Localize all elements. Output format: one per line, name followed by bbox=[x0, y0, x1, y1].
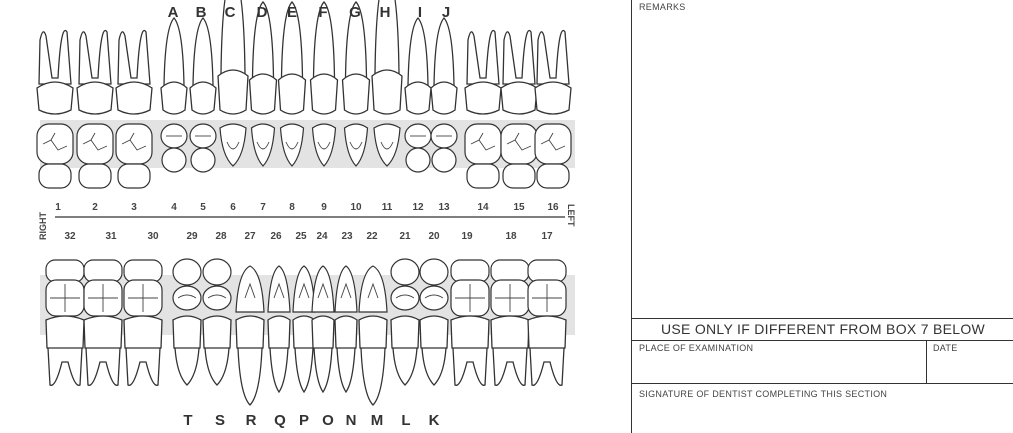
place-of-examination-label: PLACE OF EXAMINATION bbox=[639, 343, 753, 353]
lower-tooth[interactable] bbox=[335, 266, 357, 392]
lower-letter-label: L bbox=[401, 412, 410, 429]
lower-tooth[interactable] bbox=[312, 266, 334, 392]
upper-tooth-number: 8 bbox=[289, 202, 295, 213]
upper-letter-label: H bbox=[380, 4, 391, 21]
upper-tooth-number: 9 bbox=[321, 202, 327, 213]
lower-tooth-number: 24 bbox=[316, 231, 328, 242]
lower-tooth-number: 22 bbox=[366, 231, 378, 242]
upper-tooth-number: 11 bbox=[382, 202, 393, 213]
dentist-signature-label: SIGNATURE OF DENTIST COMPLETING THIS SEC… bbox=[639, 389, 887, 399]
left-side-label: LEFT bbox=[566, 204, 576, 227]
date-field[interactable]: DATE bbox=[926, 340, 1013, 383]
lower-tooth-number: 27 bbox=[244, 231, 256, 242]
upper-letter-label: F bbox=[318, 4, 327, 21]
upper-tooth-number: 7 bbox=[260, 202, 266, 213]
upper-tooth[interactable] bbox=[343, 2, 370, 166]
upper-letter-label: E bbox=[287, 4, 297, 21]
upper-tooth-number: 10 bbox=[350, 202, 362, 213]
upper-tooth[interactable] bbox=[279, 2, 306, 166]
lower-tooth[interactable] bbox=[203, 259, 231, 385]
teeth-diagram: ABCDEFGHIJ123456789101112131415163231302… bbox=[0, 0, 632, 433]
lower-tooth-number: 21 bbox=[399, 231, 411, 242]
lower-tooth-number: 26 bbox=[270, 231, 282, 242]
upper-letter-label: B bbox=[196, 4, 207, 21]
remarks-field[interactable]: REMARKS bbox=[632, 0, 1013, 318]
lower-tooth[interactable] bbox=[359, 266, 387, 405]
lower-letter-label: N bbox=[346, 412, 357, 429]
lower-tooth[interactable] bbox=[84, 260, 122, 385]
lower-tooth[interactable] bbox=[46, 260, 84, 385]
lower-tooth[interactable] bbox=[491, 260, 529, 385]
dentist-signature-field[interactable]: SIGNATURE OF DENTIST COMPLETING THIS SEC… bbox=[632, 384, 1013, 433]
upper-tooth-number: 1 bbox=[55, 202, 61, 213]
upper-tooth-number: 16 bbox=[547, 202, 559, 213]
upper-letter-label: D bbox=[257, 4, 268, 21]
use-only-heading: USE ONLY IF DIFFERENT FROM BOX 7 BELOW bbox=[632, 318, 1013, 341]
lower-tooth[interactable] bbox=[391, 259, 419, 385]
upper-tooth-number: 2 bbox=[92, 202, 98, 213]
lower-letter-label: K bbox=[429, 412, 440, 429]
lower-letter-label: S bbox=[215, 412, 225, 429]
lower-tooth-number: 18 bbox=[505, 231, 517, 242]
upper-letter-label: A bbox=[168, 4, 179, 21]
lower-tooth[interactable] bbox=[173, 259, 201, 385]
upper-letter-label: C bbox=[225, 4, 236, 21]
exam-form: REMARKS USE ONLY IF DIFFERENT FROM BOX 7… bbox=[631, 0, 1013, 433]
right-side-label: RIGHT bbox=[38, 212, 48, 241]
upper-letter-label: I bbox=[418, 4, 422, 21]
upper-tooth[interactable] bbox=[250, 2, 277, 166]
upper-tooth-number: 12 bbox=[412, 202, 424, 213]
lower-tooth-number: 20 bbox=[428, 231, 440, 242]
lower-tooth-number: 31 bbox=[105, 231, 117, 242]
lower-tooth[interactable] bbox=[268, 266, 290, 392]
upper-tooth[interactable] bbox=[311, 2, 338, 166]
lower-letter-label: Q bbox=[274, 412, 286, 429]
lower-tooth[interactable] bbox=[236, 266, 264, 405]
dental-chart: ABCDEFGHIJ123456789101112131415163231302… bbox=[0, 0, 632, 433]
lower-tooth-number: 32 bbox=[64, 231, 76, 242]
lower-tooth-number: 30 bbox=[147, 231, 159, 242]
lower-tooth-number: 28 bbox=[215, 231, 227, 242]
place-of-examination-field[interactable]: PLACE OF EXAMINATION DATE bbox=[632, 340, 1013, 384]
lower-letter-label: R bbox=[246, 412, 257, 429]
lower-tooth[interactable] bbox=[451, 260, 489, 385]
lower-tooth-number: 25 bbox=[295, 231, 307, 242]
lower-letter-label: P bbox=[299, 412, 309, 429]
upper-tooth-number: 4 bbox=[171, 202, 177, 213]
upper-tooth-number: 14 bbox=[477, 202, 489, 213]
lower-tooth-number: 17 bbox=[541, 231, 553, 242]
lower-letter-label: M bbox=[371, 412, 384, 429]
upper-tooth[interactable] bbox=[218, 0, 248, 166]
lower-tooth-number: 23 bbox=[341, 231, 353, 242]
lower-tooth[interactable] bbox=[124, 260, 162, 385]
lower-tooth[interactable] bbox=[420, 259, 448, 385]
upper-letter-label: G bbox=[349, 4, 361, 21]
upper-tooth-number: 3 bbox=[131, 202, 137, 213]
upper-letter-label: J bbox=[442, 4, 450, 21]
date-label: DATE bbox=[933, 343, 958, 353]
lower-letter-label: O bbox=[322, 412, 334, 429]
lower-tooth-number: 29 bbox=[186, 231, 198, 242]
upper-tooth[interactable] bbox=[372, 0, 402, 166]
upper-tooth-number: 13 bbox=[438, 202, 450, 213]
upper-tooth-number: 5 bbox=[200, 202, 206, 213]
remarks-label: REMARKS bbox=[639, 2, 686, 12]
upper-tooth-number: 15 bbox=[513, 202, 525, 213]
lower-tooth-number: 19 bbox=[461, 231, 473, 242]
upper-tooth-number: 6 bbox=[230, 202, 236, 213]
lower-tooth[interactable] bbox=[528, 260, 566, 385]
lower-letter-label: T bbox=[183, 412, 192, 429]
